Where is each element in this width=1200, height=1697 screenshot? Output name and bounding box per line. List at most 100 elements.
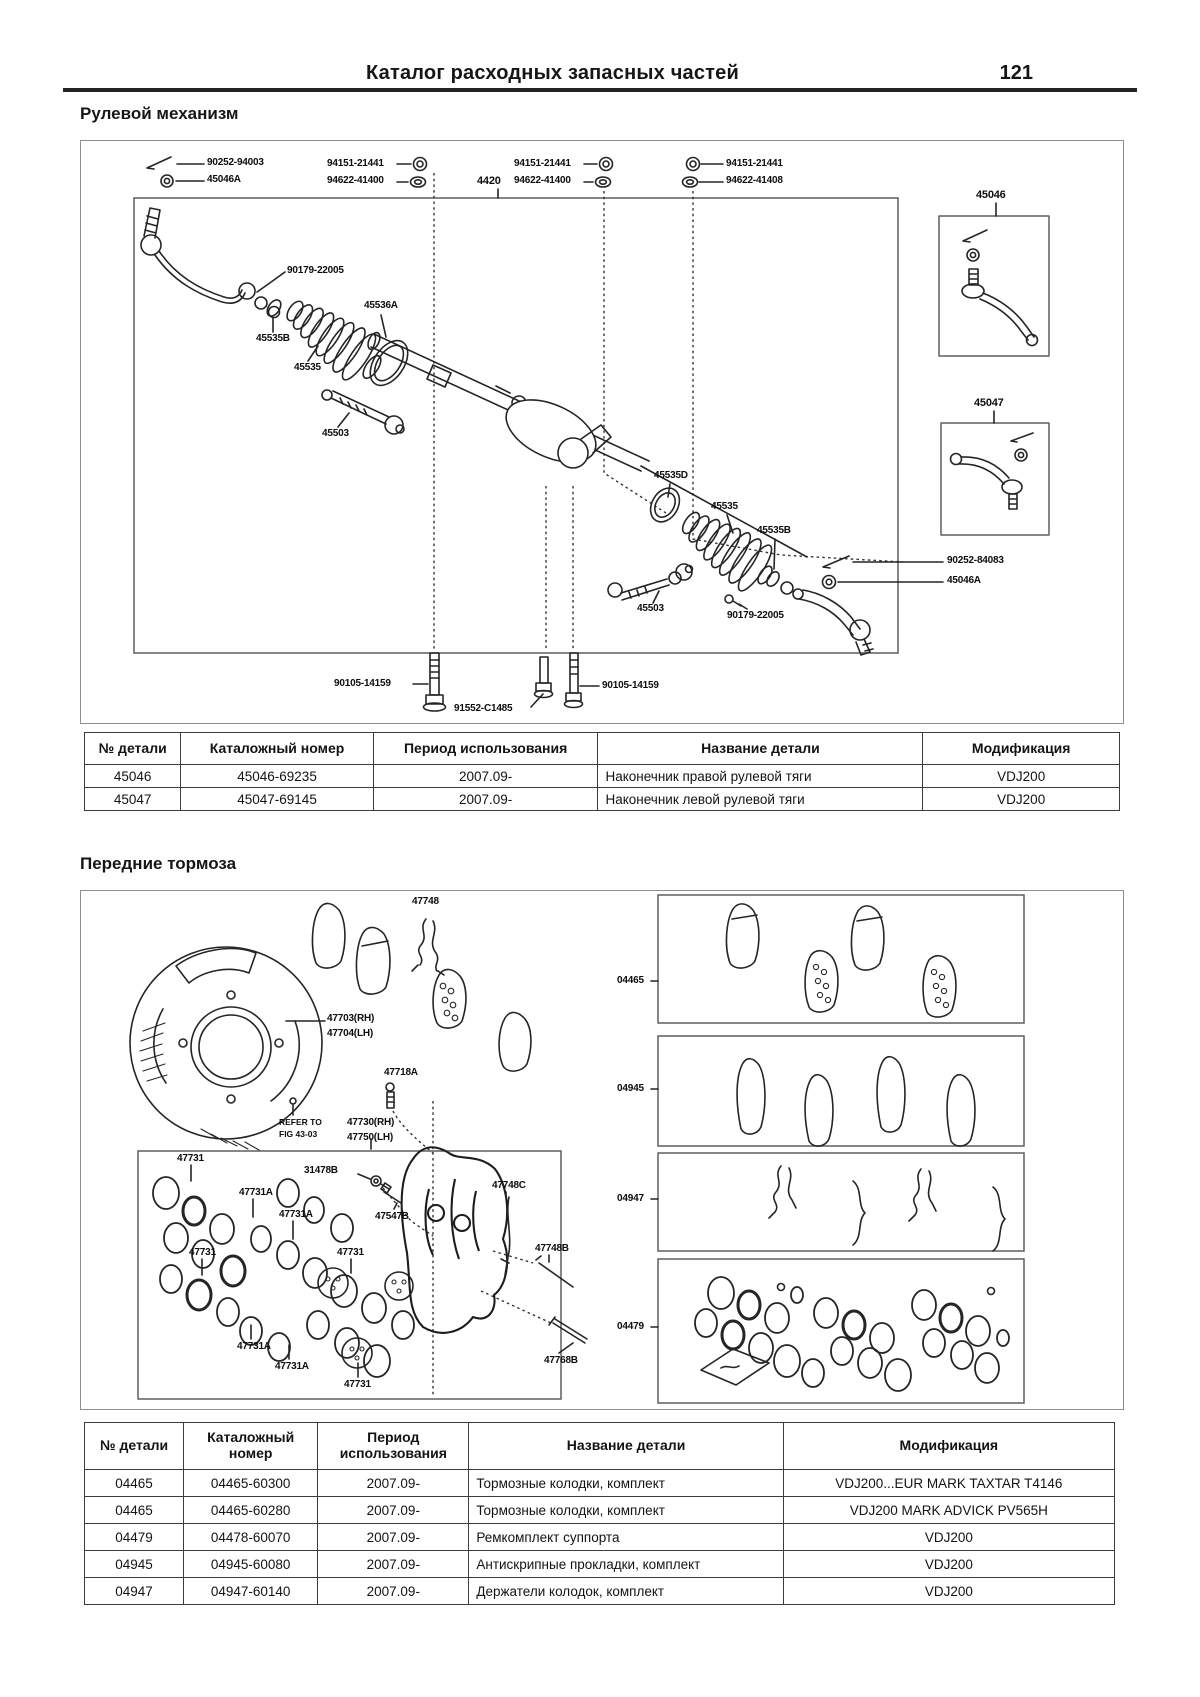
table-row: 04947 04947-60140 2007.09- Держатели кол… (83, 1577, 1116, 1605)
table-cell: 04945-60080 (183, 1550, 319, 1578)
part-label: 47731A (275, 1361, 309, 1372)
table-row: 45047 45047-69145 2007.09- Наконечник ле… (83, 787, 1120, 811)
column-header: № детали (83, 732, 182, 765)
part-label: 04465 (617, 975, 644, 986)
column-header: Название детали (597, 732, 924, 765)
table-cell: VDJ200...EUR MARK TAXTAR T4146 (782, 1469, 1116, 1497)
part-label: 47731A (239, 1187, 273, 1198)
table-cell: Тормозные колодки, комплект (468, 1469, 784, 1497)
table-cell: Антискрипные прокладки, комплект (468, 1550, 784, 1578)
column-header: Каталожный номер (183, 1422, 319, 1470)
part-label: 47750(LH) (347, 1132, 393, 1143)
part-label: 47731 (177, 1153, 204, 1164)
part-label: 94151-21441 (726, 158, 783, 169)
part-label: 94622-41408 (726, 175, 783, 186)
part-label: 47704(LH) (327, 1028, 373, 1039)
part-label: REFER TO (279, 1117, 322, 1127)
table-cell: 04478-60070 (183, 1523, 319, 1551)
column-header: Период использования (317, 1422, 470, 1470)
brakes-diagram: 47748 47703(RH) 47704(LH) 47718A REFER T… (80, 890, 1124, 1410)
table-cell: 2007.09- (317, 1550, 470, 1578)
part-label: 90179-22005 (287, 265, 344, 276)
table-cell: Держатели колодок, комплект (468, 1577, 784, 1605)
part-label: 94622-41400 (327, 175, 384, 186)
table-cell: 2007.09- (317, 1523, 470, 1551)
part-label: 31478B (304, 1165, 338, 1176)
table-cell: 2007.09- (372, 764, 599, 788)
part-label: 04947 (617, 1193, 644, 1204)
table-cell: VDJ200 (782, 1577, 1116, 1605)
part-label: 45503 (322, 428, 349, 439)
part-label: 45535 (711, 501, 738, 512)
part-label: 45503 (637, 603, 664, 614)
part-label: 47547B (375, 1211, 409, 1222)
table-cell: 04465 (83, 1496, 185, 1524)
table-row: 04465 04465-60280 2007.09- Тормозные кол… (83, 1496, 1116, 1524)
table-cell: 45046 (83, 764, 182, 788)
table-cell: VDJ200 (782, 1550, 1116, 1578)
steering-diagram: 90252-94003 45046A 94151-21441 94622-414… (80, 140, 1124, 724)
table-cell: 04479 (83, 1523, 185, 1551)
table-cell: VDJ200 (922, 787, 1120, 811)
table-cell: 04465-60280 (183, 1496, 319, 1524)
part-label: 47731A (237, 1341, 271, 1352)
table-cell: VDJ200 MARK ADVICK PV565H (782, 1496, 1116, 1524)
part-label: 47748B (535, 1243, 569, 1254)
part-label: 47718A (384, 1067, 418, 1078)
part-label: 45046A (947, 575, 981, 586)
section-title-brakes: Передние тормоза (80, 854, 237, 873)
table-header-row: № детали Каталожный номер Период использ… (83, 1422, 1116, 1470)
part-label: 47730(RH) (347, 1117, 395, 1128)
table-cell: 04465 (83, 1469, 185, 1497)
part-label: 94151-21441 (514, 158, 571, 169)
column-header: Модификация (782, 1422, 1116, 1470)
steering-parts-table: № детали Каталожный номер Период использ… (83, 732, 1120, 811)
part-label: 47768B (544, 1355, 578, 1366)
table-cell: 04947 (83, 1577, 185, 1605)
table-header-row: № детали Каталожный номер Период использ… (83, 732, 1120, 765)
table-cell: 2007.09- (317, 1469, 470, 1497)
part-label: 90105-14159 (334, 678, 391, 689)
column-header: № детали (83, 1422, 185, 1470)
column-header: Каталожный номер (180, 732, 374, 765)
table-cell: 45046-69235 (180, 764, 374, 788)
column-header: Период использования (372, 732, 599, 765)
part-label: 94151-21441 (327, 158, 384, 169)
part-label: 47703(RH) (327, 1013, 375, 1024)
part-label: 90179-22005 (727, 610, 784, 621)
page-header: Каталог расходных запасных частей 121 (63, 50, 1137, 92)
table-cell: Тормозные колодки, комплект (468, 1496, 784, 1524)
part-label: 45536A (364, 300, 398, 311)
part-label: 91552-C1485 (454, 703, 513, 714)
part-label: 47748 (412, 896, 439, 907)
part-label: 90252-84083 (947, 555, 1004, 566)
table-cell: Наконечник левой рулевой тяги (597, 787, 924, 811)
part-label: 45535D (654, 470, 688, 481)
table-cell: 2007.09- (372, 787, 599, 811)
brakes-diagram-drawing (129, 894, 1025, 1404)
table-row: 45046 45046-69235 2007.09- Наконечник пр… (83, 764, 1120, 788)
table-cell: VDJ200 (782, 1523, 1116, 1551)
table-cell: 2007.09- (317, 1496, 470, 1524)
table-cell: VDJ200 (922, 764, 1120, 788)
part-label: 45046 (976, 189, 1006, 201)
table-cell: 2007.09- (317, 1577, 470, 1605)
table-cell: 45047-69145 (180, 787, 374, 811)
page-title: Каталог расходных запасных частей (366, 62, 739, 84)
part-label: 45535B (256, 333, 290, 344)
part-label: 04479 (617, 1321, 644, 1332)
page-number: 121 (999, 62, 1033, 84)
table-row: 04465 04465-60300 2007.09- Тормозные кол… (83, 1469, 1116, 1497)
table-row: 04945 04945-60080 2007.09- Антискрипные … (83, 1550, 1116, 1578)
part-label: 47731 (337, 1247, 364, 1258)
part-label: 47731A (279, 1209, 313, 1220)
steering-diagram-drawing (133, 156, 1050, 712)
table-cell: Наконечник правой рулевой тяги (597, 764, 924, 788)
table-row: 04479 04478-60070 2007.09- Ремкомплект с… (83, 1523, 1116, 1551)
part-label: 47748C (492, 1180, 526, 1191)
brakes-parts-table: № детали Каталожный номер Период использ… (83, 1422, 1116, 1605)
table-cell: 04945 (83, 1550, 185, 1578)
column-header: Название детали (468, 1422, 784, 1470)
table-cell: 04465-60300 (183, 1469, 319, 1497)
part-label: 94622-41400 (514, 175, 571, 186)
